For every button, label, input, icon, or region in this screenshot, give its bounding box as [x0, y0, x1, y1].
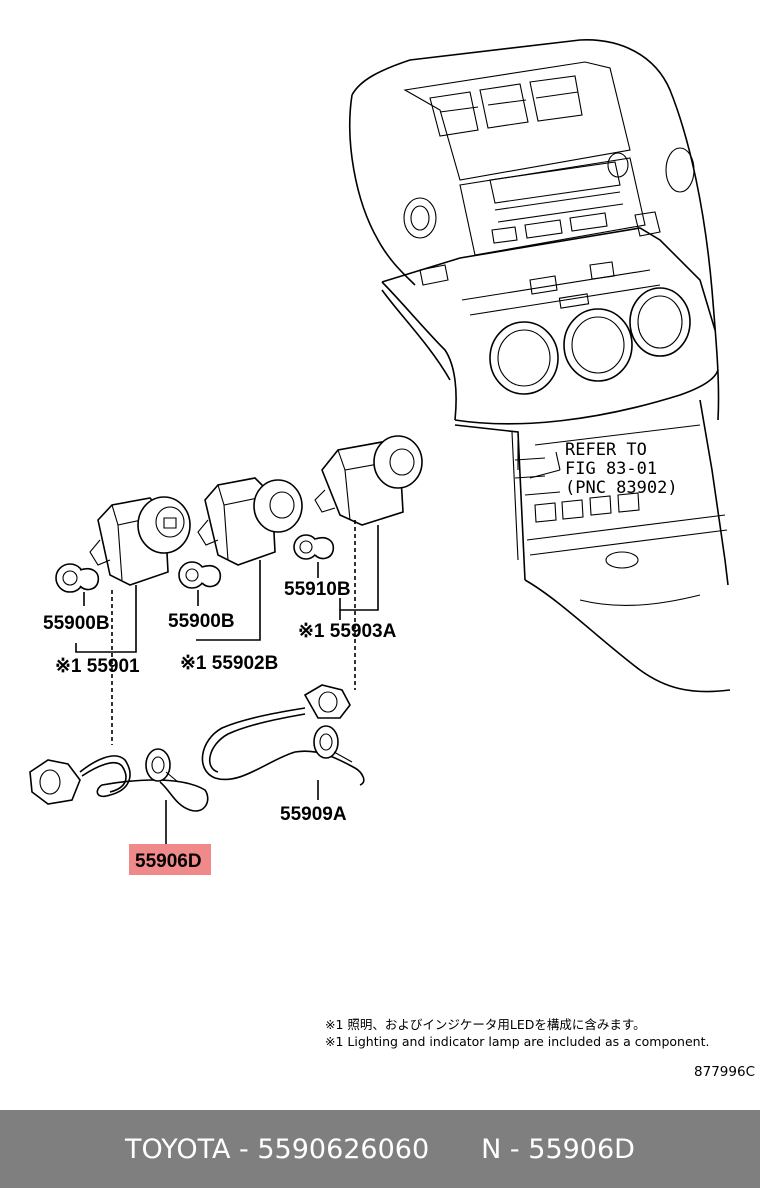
refer-line-1: REFER TO: [565, 440, 647, 460]
leader-lines: [75, 451, 561, 845]
diagram-code: 877996C: [694, 1064, 755, 1080]
label-55902b[interactable]: ※1 55902B: [180, 653, 278, 674]
switch-55902b-drawing: [197, 477, 303, 566]
switch-55901-drawing: [89, 496, 191, 586]
part-labels: 55900B 55900B 55910B ※1 55901 ※1 55902B …: [43, 579, 397, 872]
label-55903a[interactable]: ※1 55903A: [298, 621, 397, 642]
footer-part-number[interactable]: 5590626060: [257, 1133, 430, 1165]
footer-ref: N - 55906D: [481, 1133, 635, 1165]
label-55901[interactable]: ※1 55901: [55, 656, 140, 677]
center-console-drawing: [349, 39, 731, 693]
footer-brand: TOYOTA: [125, 1133, 231, 1165]
footer-bar: TOYOTA - 5590626060 N - 55906D: [0, 1110, 760, 1188]
label-55909a[interactable]: 55909A: [280, 804, 347, 825]
refer-to-text: REFER TO FIG 83-01 (PNC 83902): [565, 440, 678, 498]
parts-diagram: 55900B 55900B 55910B ※1 55901 ※1 55902B …: [29, 39, 755, 1080]
label-55900b-mid[interactable]: 55900B: [168, 611, 235, 632]
switch-55903a-drawing: [314, 435, 423, 526]
label-55906d[interactable]: 55906D: [135, 851, 202, 872]
label-55910b[interactable]: 55910B: [284, 579, 351, 600]
bulb-55900b-left-drawing: [55, 563, 100, 593]
footnote-english: ※1 Lighting and indicator lamp are inclu…: [325, 1034, 709, 1049]
refer-line-2[interactable]: FIG 83-01: [565, 459, 657, 479]
label-55900b-left[interactable]: 55900B: [43, 613, 110, 634]
harness-55906d-drawing: [29, 748, 209, 812]
harness-55909a-drawing: [201, 684, 365, 786]
refer-line-3: (PNC 83902): [565, 478, 678, 498]
footer-separator: -: [230, 1133, 258, 1165]
bulb-55900b-mid-drawing: [178, 561, 222, 589]
bulb-55910b-drawing: [293, 534, 335, 560]
highlight-box: [129, 844, 211, 875]
footnote-japanese: ※1 照明、およびインジケータ用LEDを構成に含みます。: [325, 1017, 646, 1032]
